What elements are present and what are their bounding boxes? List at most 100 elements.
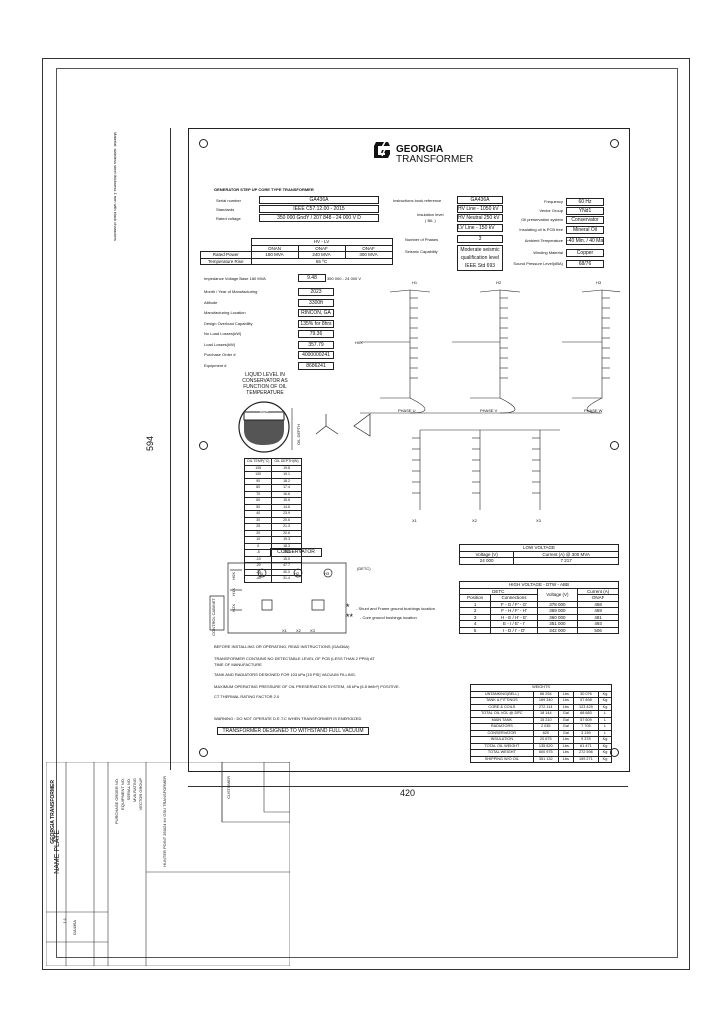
full-vacuum-note: TRANSFORMER DESIGNED TO WITHSTAND FULL V… <box>217 727 369 735</box>
side-h2x: H2X <box>231 604 236 612</box>
conservator-plan <box>208 558 348 636</box>
right-field-value: -40 Min. / 40 Max. <box>566 237 604 245</box>
phase-w-label: PHASE W <box>584 408 603 413</box>
title-vector: VECTOR GROUP <box>138 778 143 811</box>
material-note: Material: stainless steel thickness 1 mm… <box>113 132 118 241</box>
note-pcb-cont: TIME OF MANUFACTURE <box>214 662 262 667</box>
impedance-label: Impedance Voltage Base 180 MVA <box>204 276 266 281</box>
rated-voltage-value: 350 000 GndY / 207 848 - 24 000 V D <box>259 214 379 222</box>
drawing-frame <box>56 68 678 958</box>
title-block <box>46 762 290 966</box>
title-project: HUNTER POINT 350/24 kV GSU TRANSFORMER <box>162 776 167 867</box>
control-cabinet-label: CONTROL CABINET <box>211 598 216 636</box>
side-h1x: H1X <box>231 588 236 596</box>
right-field-label: Frequency <box>544 199 563 204</box>
title-customer: CUSTOMER <box>226 776 231 799</box>
bushing-h1: H1 <box>258 571 264 576</box>
warning-note: WARNING : DO NOT OPERATE D.E.T.C WHEN TR… <box>214 716 362 721</box>
bil-hv-line: HV Line - 1050 kV <box>457 205 503 213</box>
right-field-label: Vector Group <box>539 208 563 213</box>
impedance-note: 350 000 - 24 000 V <box>327 276 362 281</box>
screw-hole-icon <box>199 748 208 757</box>
rated-voltage-label: Rated voltage <box>216 216 241 221</box>
neutral-label: H0X <box>355 340 363 345</box>
winding-schematic <box>340 280 620 520</box>
instructions-label: Instructions book reference <box>393 198 442 203</box>
instructions-value: GA436A <box>457 196 503 204</box>
bag-label: BAG <box>260 410 269 415</box>
info-label: Manufacturing Location <box>204 310 246 315</box>
info-label: Load Losses(kW) <box>204 341 236 347</box>
low-voltage-table: LOW VOLTAGE Voltage (V)Current (A) @ 300… <box>458 544 619 565</box>
core-star-icon: ** <box>346 612 354 622</box>
screw-hole-icon <box>610 139 619 148</box>
right-field-value: 60 Hz <box>566 198 604 206</box>
right-field-label: Winding Material <box>533 250 563 255</box>
title-scale: 1:1 <box>62 918 67 924</box>
brand-line1: GEORGIA <box>396 144 444 155</box>
info-label: Altitude <box>204 299 218 305</box>
impedance-value: 9.48 <box>298 274 326 282</box>
shunt-ground-note: - Shunt and Frame ground bushings locati… <box>356 606 435 611</box>
width-dimension-label: 420 <box>400 788 416 798</box>
header-title: GENERATOR STEP UP CORE TYPE TRANSFORMER <box>214 187 314 192</box>
conservator-title: CONSERVATOR <box>270 548 322 557</box>
phase-v-label: PHASE V <box>480 408 498 413</box>
title-serial: SERIAL NO. <box>126 778 131 801</box>
shunt-star-icon: * <box>346 602 350 612</box>
info-value: 357.79 <box>298 340 334 349</box>
phase-u-h1: H1 <box>412 280 418 285</box>
info-label: Purchase Order # <box>204 352 236 357</box>
serial-label: Serial number <box>216 198 241 203</box>
screw-hole-icon <box>610 441 619 450</box>
title-drawing-name: NAME PLATE <box>54 830 61 874</box>
screw-hole-icon <box>199 139 208 148</box>
bil-label: ( BIL ) <box>425 218 436 223</box>
info-value: 79.36 <box>298 330 334 338</box>
info-value: 8686241 <box>298 361 334 370</box>
title-drawing-number: GA436A <box>72 920 77 936</box>
right-field-value: YNd1 <box>566 207 604 215</box>
right-field-label: Insulating oil is PCB free <box>519 227 563 232</box>
phases-label: Number of Phases <box>405 237 439 242</box>
info-label: Month / Year of Manufacturing <box>204 289 258 294</box>
phase-w-h3: H3 <box>596 280 602 285</box>
title-equipment: EQUIPMENT NO. <box>120 778 125 810</box>
insulation-label: Insulation level <box>417 212 444 217</box>
side-h0x: H0X <box>231 572 236 580</box>
width-dimension-line <box>188 786 628 787</box>
right-field-value: Mineral Oil <box>566 226 604 234</box>
phase-v-h2: H2 <box>496 280 502 285</box>
info-value: 135% for 8hrs <box>298 319 334 328</box>
info-label: Equipment # <box>204 362 227 368</box>
serial-value: GA436A <box>259 196 379 204</box>
bushing-h3: H3 <box>324 571 330 576</box>
georgia-transformer-logo-icon <box>374 140 390 158</box>
vector-group-diagram <box>310 408 382 444</box>
lv-x2: X2 <box>472 518 477 523</box>
brand-line2: TRANSFORMER <box>396 154 474 165</box>
right-field-value: Copper <box>566 249 604 257</box>
bushing-h2: H2 <box>294 571 300 576</box>
drawing-sheet-border <box>42 58 690 970</box>
info-value: 2023 <box>298 288 334 296</box>
